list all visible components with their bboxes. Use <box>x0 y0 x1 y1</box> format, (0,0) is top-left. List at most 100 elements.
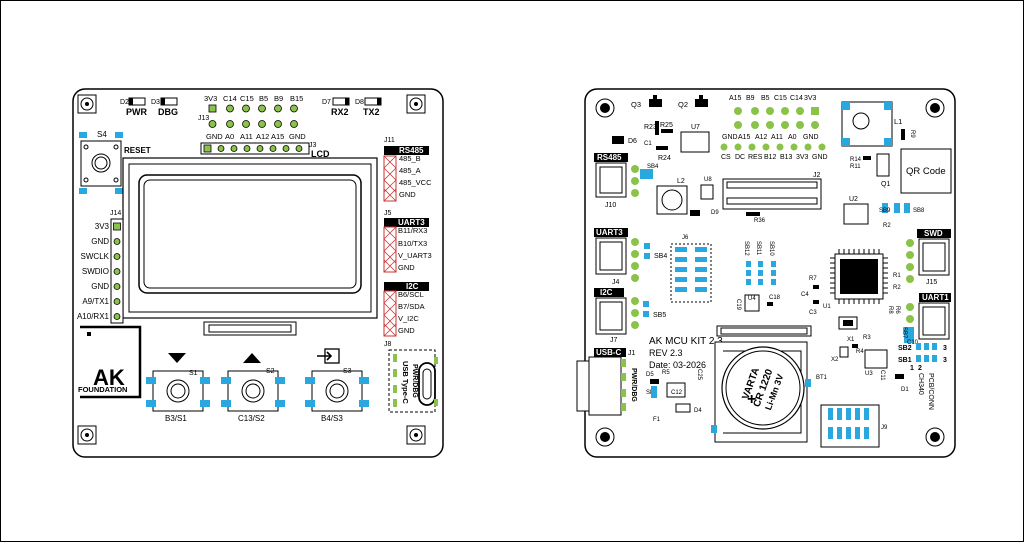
svg-text:C15: C15 <box>774 95 787 102</box>
svg-text:A10/RX1: A10/RX1 <box>77 312 110 321</box>
svg-text:J4: J4 <box>612 279 620 286</box>
svg-text:CH340: CH340 <box>917 373 924 395</box>
s2-label: S2 <box>266 368 275 375</box>
svg-text:Q3: Q3 <box>631 100 641 109</box>
svg-text:B12: B12 <box>764 154 777 161</box>
svg-text:SB8: SB8 <box>913 208 925 214</box>
back-board: Q3 Q2 A15 B9 B5 C15 C14 3V3 GND A15 A12 … <box>576 88 956 458</box>
svg-text:R36: R36 <box>754 218 766 224</box>
usb-c-port <box>588 356 622 416</box>
l1-inductor <box>841 101 893 147</box>
svg-text:J13: J13 <box>198 115 209 122</box>
svg-text:R2: R2 <box>893 285 901 291</box>
svg-text:USB-C: USB-C <box>596 348 622 357</box>
svg-text:B7/SDA: B7/SDA <box>398 302 425 311</box>
dbg-led-label: DBG <box>158 107 178 117</box>
s1-button[interactable] <box>146 370 210 412</box>
ak-foundation-logo: AK FOUNDATION <box>78 325 142 399</box>
svg-text:SWCLK: SWCLK <box>81 252 110 261</box>
svg-text:R4: R4 <box>856 349 864 355</box>
svg-text:V_UART3: V_UART3 <box>398 251 432 260</box>
svg-text:A11: A11 <box>771 134 783 141</box>
svg-text:1: 1 <box>910 365 914 372</box>
svg-text:C25: C25 <box>696 369 702 381</box>
svg-text:R11: R11 <box>850 164 861 170</box>
svg-text:GND: GND <box>399 190 416 199</box>
svg-text:GND: GND <box>812 154 828 161</box>
svg-text:FOUNDATION: FOUNDATION <box>78 385 127 394</box>
svg-text:GND: GND <box>398 263 415 272</box>
svg-text:J11: J11 <box>384 137 395 144</box>
d3-label: D3 <box>151 99 160 106</box>
svg-text:I2C: I2C <box>406 282 419 291</box>
reset-label: RESET <box>124 146 151 155</box>
s2-pin-label: C13/S2 <box>238 414 265 423</box>
svg-text:3: 3 <box>943 345 947 352</box>
svg-text:485_B: 485_B <box>399 154 421 163</box>
svg-text:D4: D4 <box>694 408 702 414</box>
svg-text:R8: R8 <box>887 306 893 314</box>
svg-text:DC: DC <box>735 154 745 161</box>
svg-text:BT1: BT1 <box>816 375 828 381</box>
svg-text:SWDIO: SWDIO <box>82 267 109 276</box>
j11-rs485-header: J11 RS485 485_B 485_A 485_VCC GND <box>383 137 432 202</box>
svg-text:J2: J2 <box>813 172 821 179</box>
pwr-dbg-label: PWR/DBG <box>411 364 418 398</box>
svg-text:GND: GND <box>91 282 109 291</box>
svg-text:UART3: UART3 <box>596 228 623 237</box>
reset-button[interactable] <box>79 132 123 194</box>
svg-text:R5: R5 <box>662 370 670 376</box>
svg-text:A15: A15 <box>271 132 284 141</box>
s3-button[interactable] <box>305 370 369 412</box>
svg-text:A12: A12 <box>256 132 269 141</box>
svg-text:3V3: 3V3 <box>95 222 110 231</box>
svg-text:C14: C14 <box>223 94 237 103</box>
svg-text:+: + <box>747 391 756 408</box>
svg-text:C15: C15 <box>240 94 254 103</box>
svg-text:SWD: SWD <box>924 229 943 238</box>
svg-text:C3: C3 <box>809 310 817 316</box>
lcd-display <box>122 157 378 336</box>
s4-label: S4 <box>97 130 107 139</box>
svg-text:SB4: SB4 <box>647 164 659 170</box>
svg-text:J1: J1 <box>628 350 636 357</box>
j3-lcd-header: J3 LCD <box>200 142 330 159</box>
svg-text:B5: B5 <box>761 95 770 102</box>
svg-text:SB5: SB5 <box>653 312 666 319</box>
svg-text:B13: B13 <box>780 154 793 161</box>
svg-text:B9: B9 <box>274 94 283 103</box>
kit-rev: REV 2.3 <box>649 348 683 358</box>
svg-text:R14: R14 <box>850 157 862 163</box>
svg-text:A11: A11 <box>240 132 253 141</box>
svg-text:C19: C19 <box>735 299 741 311</box>
svg-text:D6: D6 <box>628 138 637 145</box>
svg-text:B15: B15 <box>290 94 303 103</box>
svg-text:D9: D9 <box>711 210 719 216</box>
svg-text:R2: R2 <box>883 223 891 229</box>
mcu-chip <box>830 249 888 304</box>
d7-label: D7 <box>322 99 331 106</box>
svg-text:R24: R24 <box>658 155 671 162</box>
svg-text:J3: J3 <box>309 142 317 149</box>
s2-button[interactable] <box>221 370 285 412</box>
svg-text:GND: GND <box>803 134 819 141</box>
svg-text:R7: R7 <box>809 276 817 282</box>
svg-text:SB2: SB2 <box>898 345 912 352</box>
svg-text:AK: AK <box>93 365 125 390</box>
svg-text:J10: J10 <box>605 202 616 209</box>
jumper-grid <box>670 243 712 303</box>
front-board: D2 D3 PWR DBG D7 D8 RX2 TX2 3V3 C14 C15 … <box>72 88 444 458</box>
svg-text:R9: R9 <box>909 130 915 138</box>
svg-text:UART1: UART1 <box>922 293 949 302</box>
svg-text:R25: R25 <box>660 122 673 129</box>
svg-text:Q1: Q1 <box>881 181 890 188</box>
d2-label: D2 <box>120 99 129 106</box>
svg-text:C10: C10 <box>907 340 919 346</box>
svg-text:U3: U3 <box>865 371 873 377</box>
svg-text:C11: C11 <box>879 370 885 381</box>
svg-text:UART3: UART3 <box>398 218 425 227</box>
svg-text:U4: U4 <box>748 296 756 302</box>
svg-text:X1: X1 <box>847 337 855 343</box>
